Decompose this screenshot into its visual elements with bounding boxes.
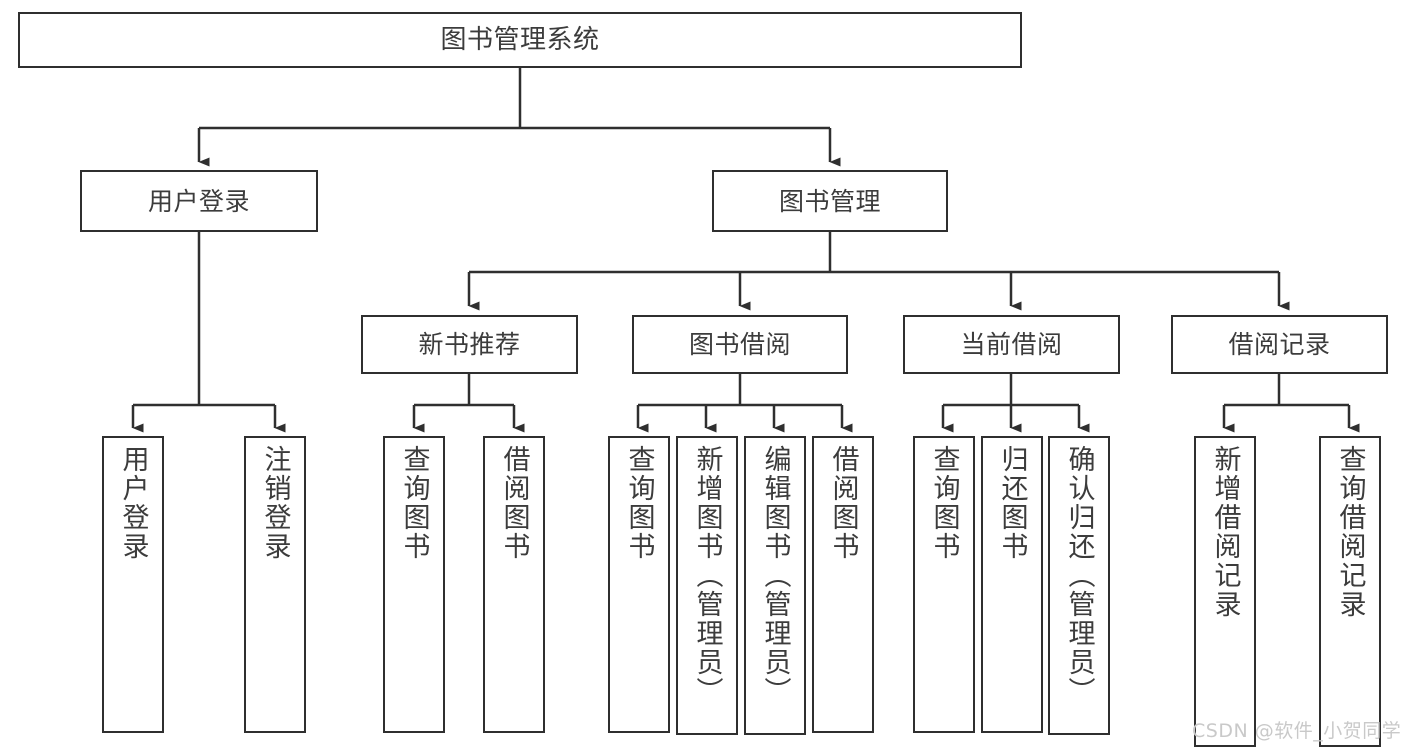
leaf-record-add-record[interactable]: 新增借阅记录	[1194, 436, 1256, 747]
node-label: 归还图书	[996, 445, 1028, 561]
node-label: 借阅图书	[498, 445, 530, 561]
node-current-borrow[interactable]: 当前借阅	[903, 315, 1120, 374]
node-label: 图书借阅	[688, 330, 791, 359]
node-label: 新书推荐	[418, 330, 521, 359]
watermark-csdn: CSDN @软件_小贺同学	[1192, 720, 1402, 742]
leaf-borrow-query-book[interactable]: 查询图书	[608, 436, 670, 733]
leaf-recommend-query-book[interactable]: 查询图书	[383, 436, 445, 733]
node-new-book-recommend[interactable]: 新书推荐	[361, 315, 578, 374]
leaf-current-confirm-return-admin[interactable]: 确认归还（管理员）	[1048, 436, 1110, 735]
node-label: 图书管理系统	[440, 25, 600, 55]
leaf-borrow-borrow-book[interactable]: 借阅图书	[812, 436, 874, 733]
node-label: 借阅记录	[1228, 330, 1331, 359]
node-label: 查询图书	[928, 445, 960, 561]
node-label: 新增借阅记录	[1209, 445, 1241, 619]
leaf-borrow-edit-book-admin[interactable]: 编辑图书（管理员）	[744, 436, 806, 735]
node-label: 当前借阅	[960, 330, 1063, 359]
node-borrow-record[interactable]: 借阅记录	[1171, 315, 1388, 374]
leaf-user-login-signout[interactable]: 注销登录	[244, 436, 306, 733]
node-label: 查询借阅记录	[1334, 445, 1366, 619]
leaf-current-return-book[interactable]: 归还图书	[981, 436, 1043, 733]
leaf-record-query-record[interactable]: 查询借阅记录	[1319, 436, 1381, 747]
node-book-borrow[interactable]: 图书借阅	[632, 315, 848, 374]
node-label: 用户登录	[117, 445, 149, 561]
node-label: 用户登录	[147, 186, 250, 216]
node-label: 新增图书（管理员）	[691, 445, 723, 706]
node-label: 注销登录	[259, 445, 291, 561]
node-label: 查询图书	[398, 445, 430, 561]
leaf-current-query-book[interactable]: 查询图书	[913, 436, 975, 733]
leaf-user-login-signin[interactable]: 用户登录	[102, 436, 164, 733]
node-label: 借阅图书	[827, 445, 859, 561]
node-root-system[interactable]: 图书管理系统	[18, 12, 1022, 68]
node-label: 编辑图书（管理员）	[759, 445, 791, 706]
node-label: 确认归还（管理员）	[1063, 445, 1095, 706]
node-label: 查询图书	[623, 445, 655, 561]
node-user-login[interactable]: 用户登录	[80, 170, 318, 232]
leaf-recommend-borrow-book[interactable]: 借阅图书	[483, 436, 545, 733]
leaf-borrow-add-book-admin[interactable]: 新增图书（管理员）	[676, 436, 738, 735]
node-book-management[interactable]: 图书管理	[712, 170, 948, 232]
node-label: 图书管理	[778, 186, 881, 216]
